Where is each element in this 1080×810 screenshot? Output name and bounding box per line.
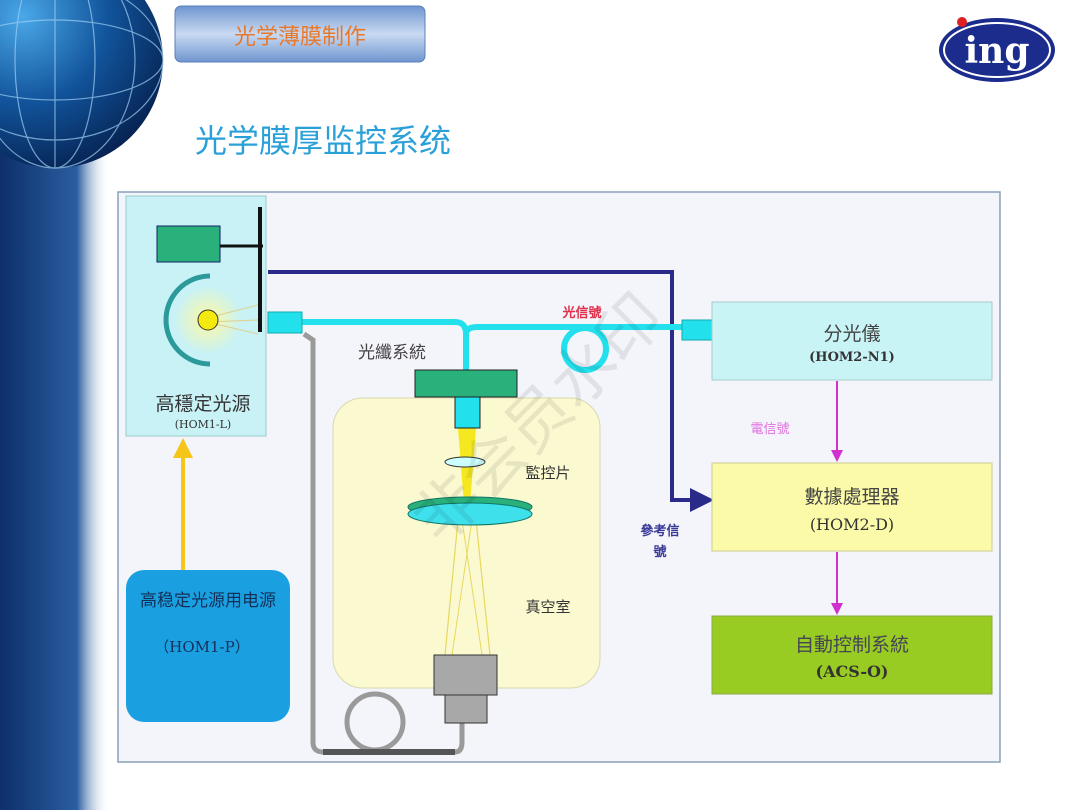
power-supply-box: 高稳定光源用电源 （HOM1-P） — [126, 570, 290, 722]
vacuum-chamber: 監控片 真空室 — [332, 369, 601, 724]
globe-decoration — [0, 0, 164, 169]
section-tab-label: 光学薄膜制作 — [234, 25, 366, 50]
spectrometer-box: 分光儀 (HOM2-N1) — [711, 301, 993, 381]
auto-control-name: 自動控制系統 — [795, 634, 909, 656]
section-tab: 光学薄膜制作 — [174, 5, 426, 63]
power-supply-model: （HOM1-P） — [154, 638, 249, 656]
data-processor-name: 數據處理器 — [804, 486, 899, 508]
monitor-chip-label: 監控片 — [525, 464, 570, 482]
auto-control-model: (ACS-O) — [815, 662, 888, 681]
lens-icon — [444, 456, 486, 468]
reference-signal-label-1: 參考信 — [640, 523, 679, 539]
power-supply-name: 高稳定光源用电源 — [140, 591, 276, 611]
lamp-icon — [197, 309, 219, 331]
data-processor-model: (HOM2-D) — [810, 515, 894, 534]
logo-text: ing — [964, 30, 1029, 72]
return-fiber — [302, 331, 465, 755]
reference-signal-line — [268, 270, 714, 512]
spectrometer-name: 分光儀 — [823, 323, 880, 345]
spectrometer-model: (HOM2-N1) — [809, 350, 895, 365]
reference-signal-label-2: 號 — [653, 544, 666, 560]
light-source-box: 高穩定光源 (HOM1-L) — [125, 195, 267, 437]
electrical-signal-label: 電信號 — [750, 422, 789, 437]
reflector-icon — [163, 273, 211, 367]
vacuum-chamber-label: 真空室 — [525, 598, 570, 616]
detector-camera-icon — [433, 654, 498, 696]
optical-signal-label: 光信號 — [561, 305, 601, 321]
ing-logo: ing — [939, 17, 1055, 82]
auto-control-box: 自動控制系統 (ACS-O) — [711, 615, 993, 695]
optical-fiber — [300, 319, 690, 373]
left-decor-strip — [0, 130, 110, 810]
fiber-head-block — [414, 369, 518, 398]
light-source-name: 高穩定光源 — [155, 393, 250, 415]
fiber-system-label: 光纖系統 — [358, 343, 426, 363]
monitor-chip-disk — [407, 502, 533, 526]
fiber-connector-source — [267, 311, 303, 334]
light-source-model: (HOM1-L) — [175, 418, 231, 431]
fiber-connector-spectrometer — [681, 319, 713, 341]
page-title: 光学膜厚监控系统 — [195, 122, 451, 160]
data-processor-box: 數據處理器 (HOM2-D) — [711, 462, 993, 552]
